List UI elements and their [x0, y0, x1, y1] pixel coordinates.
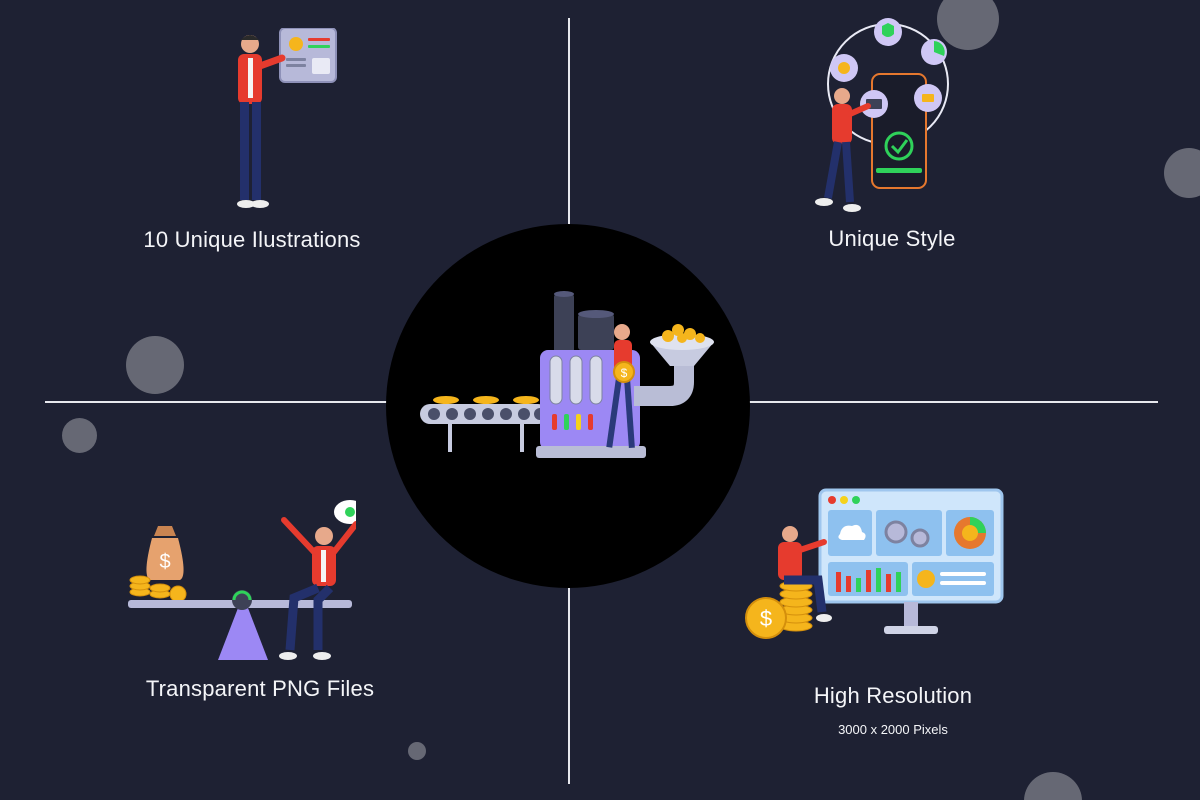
bubble-decoration — [126, 336, 184, 394]
seesaw-money-icon: $ — [128, 500, 356, 660]
bubble-decoration — [937, 0, 999, 50]
bubble-decoration — [1164, 148, 1200, 198]
bubble-decoration — [1024, 772, 1082, 800]
svg-text:$: $ — [621, 366, 628, 380]
monitor-dashboard-icon: $ — [745, 488, 1004, 639]
feature-title-illustrations: 10 Unique Ilustrations — [143, 227, 361, 252]
bubble-decoration — [408, 742, 426, 760]
feature-title-unique-style: Unique Style — [828, 226, 956, 251]
vertical-divider-top — [568, 18, 570, 228]
feature-title-transparent-png: Transparent PNG Files — [145, 676, 375, 701]
svg-text:$: $ — [760, 606, 772, 631]
bubble-decoration — [62, 418, 97, 453]
horizontal-divider-right — [748, 401, 1158, 403]
feature-subtitle-pixels: 3000 x 2000 Pixels — [838, 722, 948, 737]
vertical-divider-bottom — [568, 588, 570, 784]
phone-finance-icon — [815, 18, 949, 212]
feature-title-high-resolution: High Resolution — [813, 683, 973, 708]
svg-text:$: $ — [159, 551, 170, 573]
presenter-dashboard-icon — [237, 28, 337, 208]
coin-factory-icon: $ — [420, 291, 714, 458]
horizontal-divider-left — [45, 401, 388, 403]
